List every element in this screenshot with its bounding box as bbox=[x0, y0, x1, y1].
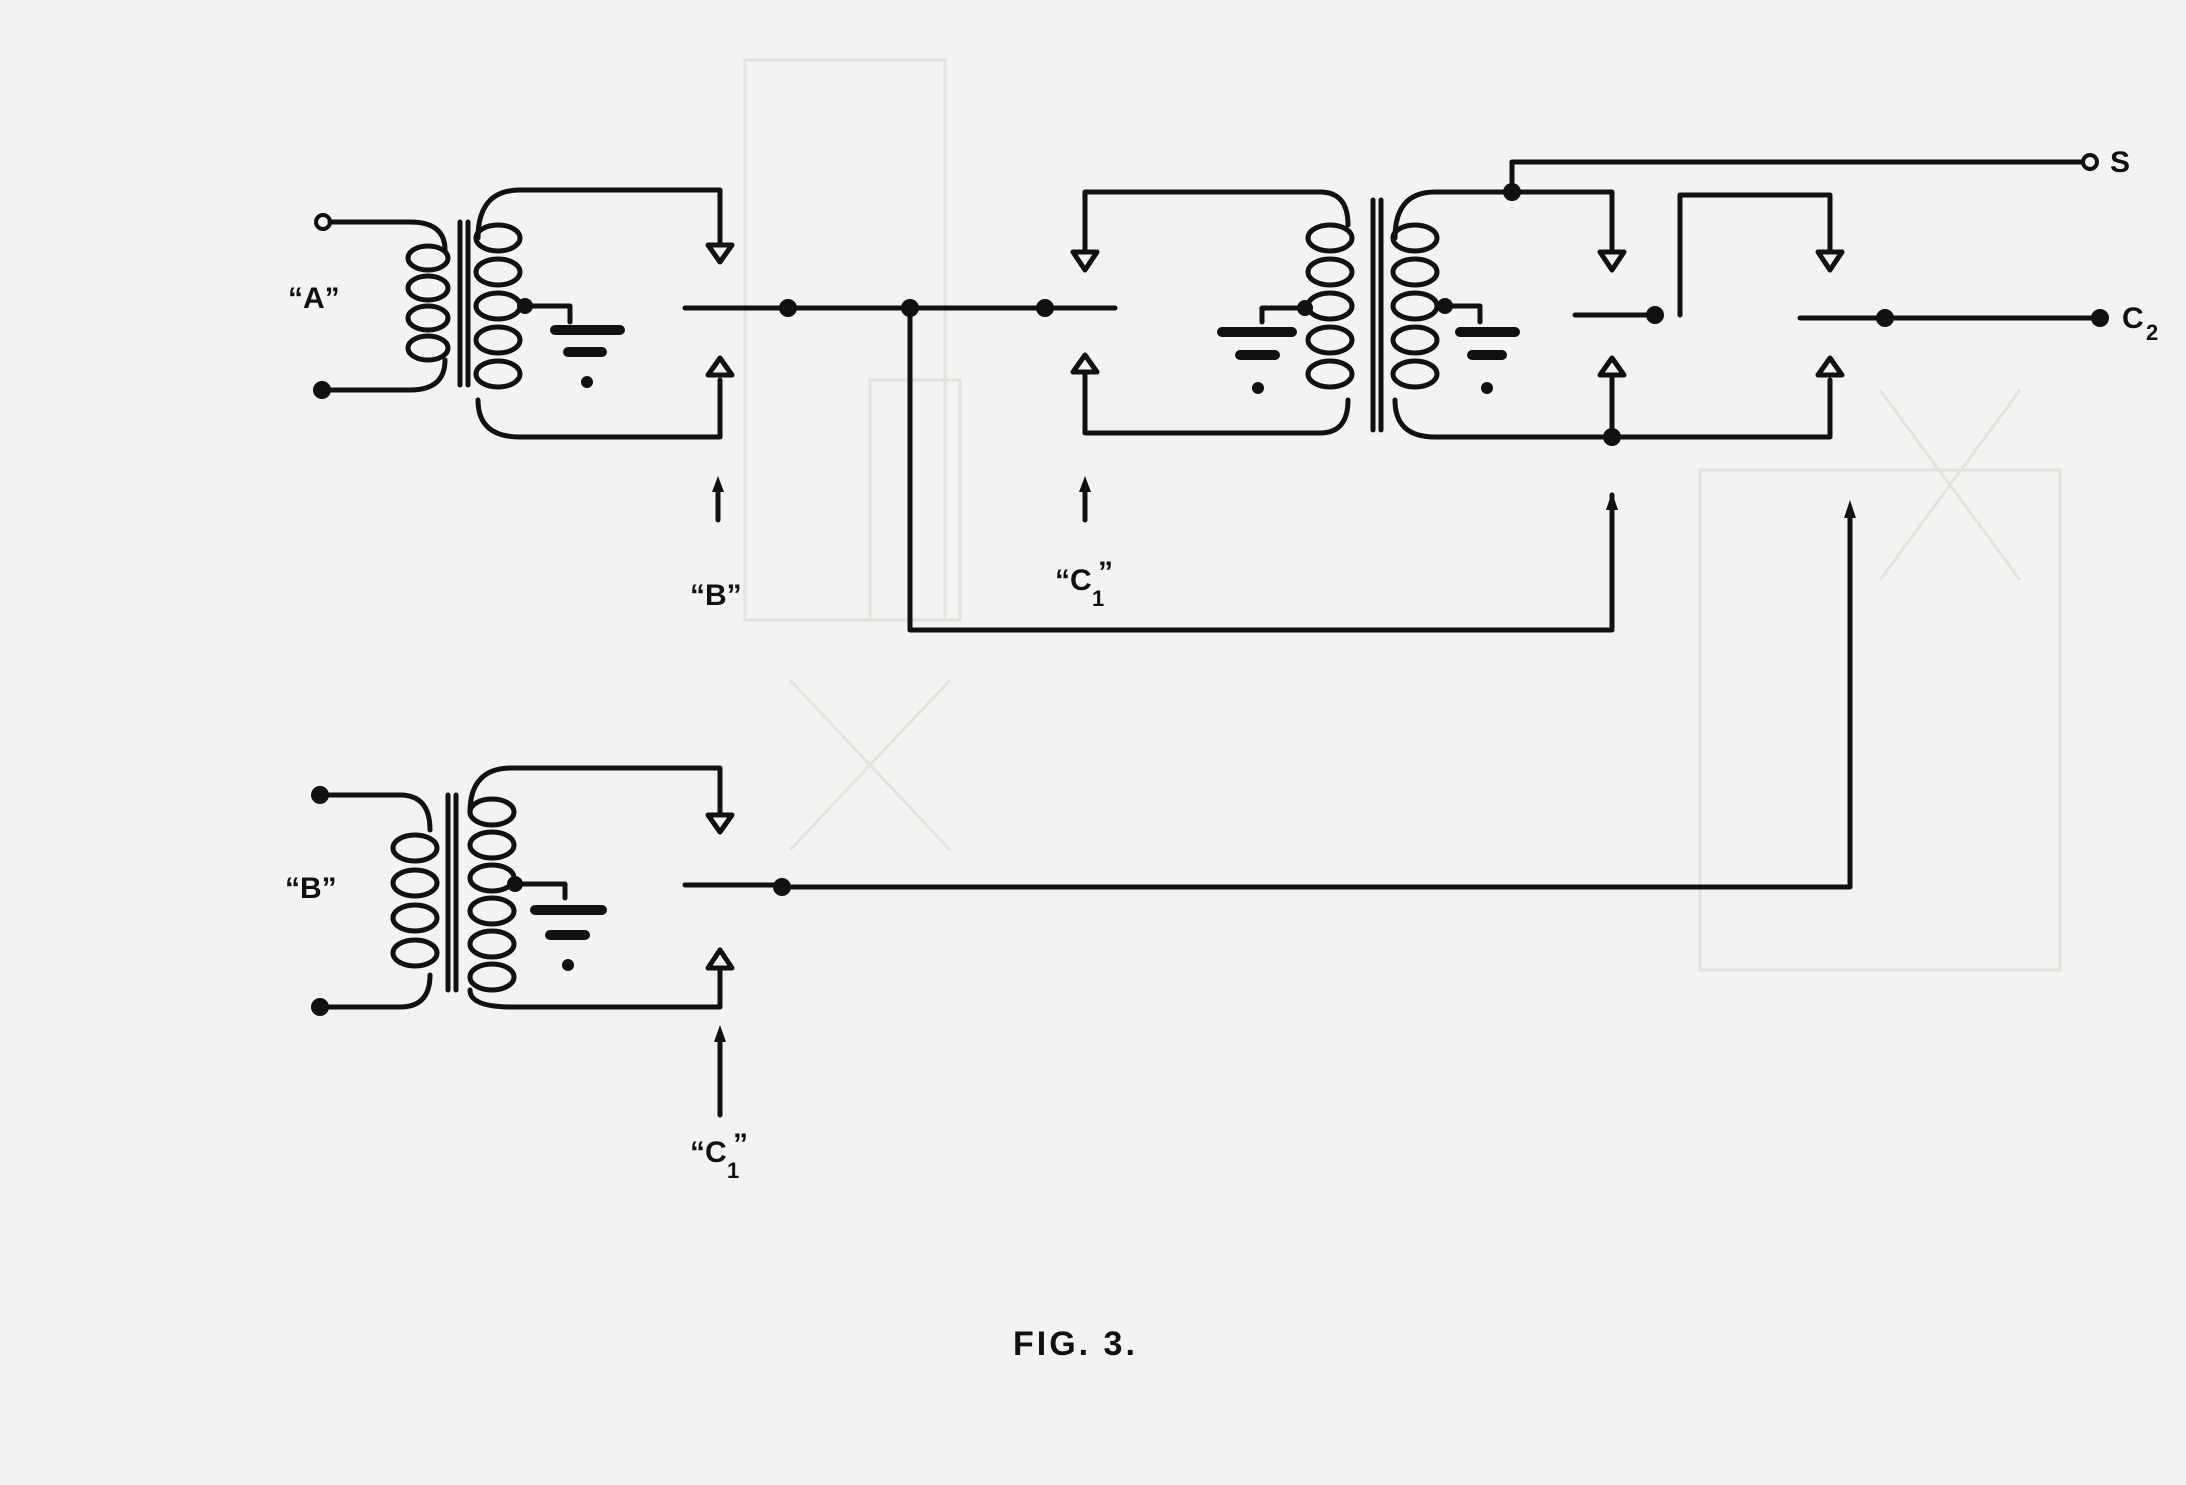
ground-symbol-center-right bbox=[1455, 327, 1520, 394]
output-c2-subscript: 2 bbox=[2146, 320, 2158, 345]
bleed-through-background bbox=[743, 58, 2062, 972]
clock-c1-bottom-arrow-icon bbox=[714, 1025, 726, 1042]
gate-b-top bbox=[682, 242, 1118, 523]
clock-c1-bottom-label: “C bbox=[690, 1136, 727, 1169]
arrow-up-icon bbox=[1070, 352, 1100, 375]
center-left-coil bbox=[1305, 222, 1355, 390]
primary-coil-b bbox=[390, 832, 440, 969]
input-a-label: “A” bbox=[288, 282, 340, 315]
center-right-coil bbox=[1390, 222, 1440, 390]
clock-c1-top-subscript: 1 bbox=[1092, 586, 1104, 611]
primary-coil-a bbox=[405, 243, 451, 363]
output-c2-label: C bbox=[2122, 302, 2144, 335]
arrow-up-icon bbox=[705, 947, 735, 971]
arrow-down-icon bbox=[705, 812, 735, 835]
arrow-down-icon bbox=[705, 242, 735, 265]
output-c2-terminal bbox=[2091, 309, 2109, 327]
clock-c1-top-close-quote: ” bbox=[1098, 556, 1113, 589]
transformer-a bbox=[313, 187, 723, 440]
secondary-coil-b bbox=[467, 796, 517, 993]
ground-symbol-b bbox=[530, 905, 607, 971]
arrow-up-icon bbox=[705, 355, 735, 378]
ground-symbol-a bbox=[550, 325, 625, 388]
ground-symbol-center-left bbox=[1217, 327, 1297, 394]
clock-c1-bottom-close-quote: ” bbox=[733, 1128, 748, 1161]
center-stage bbox=[1070, 153, 2109, 523]
feedback-wire bbox=[907, 305, 1615, 633]
b-to-c2-wire bbox=[779, 512, 1853, 890]
clock-c1-arrow-icon bbox=[1079, 476, 1091, 492]
input-b-label: “B” bbox=[285, 872, 337, 905]
clock-b-arrow-icon bbox=[712, 476, 724, 492]
output-s-terminal bbox=[2081, 153, 2099, 171]
transformer-b bbox=[311, 500, 1856, 1118]
arrow-down-icon bbox=[1070, 249, 1100, 273]
clock-b-label: “B” bbox=[690, 579, 742, 612]
output-s-label: S bbox=[2110, 146, 2130, 179]
figure-caption: FIG. 3. bbox=[1013, 1325, 1138, 1363]
clock-c1-top-label: “C bbox=[1055, 564, 1092, 597]
clock-c1-bottom-subscript: 1 bbox=[727, 1158, 739, 1183]
secondary-coil-a bbox=[473, 222, 523, 390]
